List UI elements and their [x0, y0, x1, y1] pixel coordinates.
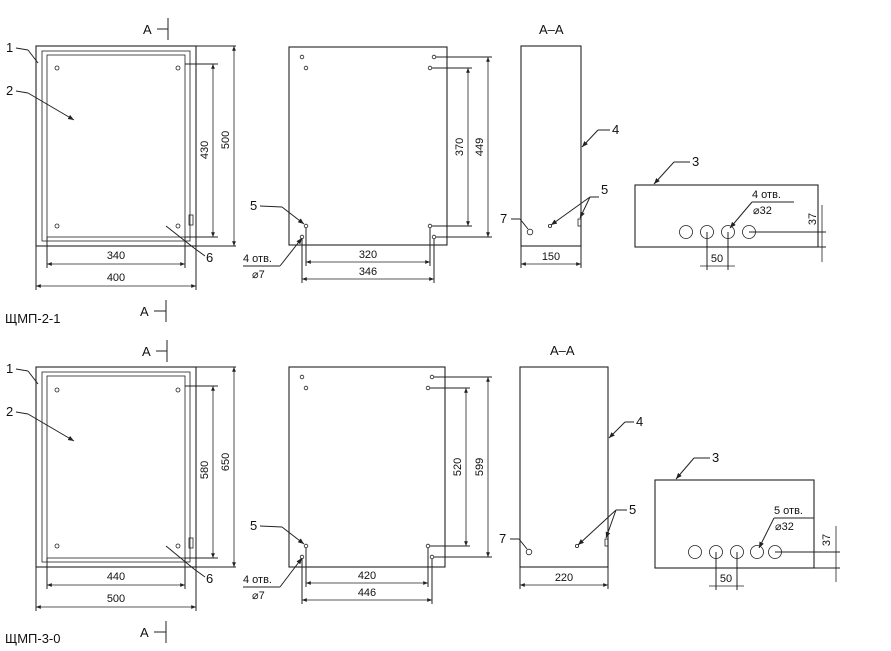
dim-outer-height: 650: [220, 453, 232, 471]
callout-4: 4: [636, 414, 643, 429]
dim-depth: 150: [542, 251, 560, 263]
dim-inner-width: 340: [107, 250, 125, 262]
back-holes-count: 4 отв.: [243, 574, 272, 586]
dim-hole-offset: 37: [821, 534, 833, 546]
dim-hole-pitch: 50: [711, 253, 723, 265]
bottom-view: 3 5 отв. ⌀32 50 37: [654, 450, 840, 590]
section-mark-bottom: А: [140, 300, 167, 322]
back-view: 370 449 320 346 5 4 отв. ⌀7: [243, 46, 492, 283]
set-bottom: А А 1 2 6: [5, 340, 840, 646]
section-title: А–А: [550, 343, 575, 358]
callout-3: 3: [712, 450, 719, 465]
section-letter: А: [140, 625, 149, 640]
back-holes-count: 4 отв.: [243, 253, 272, 265]
side-view: А–А 220 4 7 5: [499, 343, 643, 589]
section-mark-top: А: [142, 340, 168, 362]
bottom-holes-diameter: ⌀32: [775, 521, 794, 533]
callout-2: 2: [6, 83, 13, 98]
section-letter: А: [143, 22, 152, 37]
dim-outer-hole-width: 446: [358, 587, 376, 599]
bottom-holes-count: 4 отв.: [752, 189, 781, 201]
back-holes-diameter: ⌀7: [252, 590, 265, 602]
callout-7: 7: [499, 531, 506, 546]
front-view: 1 2 6 580 650 440 500: [6, 361, 236, 611]
back-view: 520 599 420 446 5 4 отв. ⌀7: [243, 366, 492, 604]
callout-3: 3: [692, 154, 699, 169]
callout-5: 5: [250, 518, 257, 533]
section-mark-top: А: [143, 18, 169, 40]
dim-inner-height: 430: [199, 141, 211, 159]
bottom-holes-diameter: ⌀32: [753, 205, 772, 217]
callout-6: 6: [206, 571, 213, 586]
back-holes-diameter: ⌀7: [252, 269, 265, 281]
callout-7: 7: [500, 211, 507, 226]
dim-outer-hole-height: 599: [474, 458, 486, 476]
bottom-view: 3 4 отв. ⌀32 50 37: [634, 154, 826, 270]
model-label: ЩМП-2-1: [5, 311, 60, 326]
section-letter: А: [142, 344, 151, 359]
dim-outer-hole-height: 449: [474, 138, 486, 156]
dim-depth: 220: [555, 572, 573, 584]
callout-5: 5: [629, 502, 636, 517]
dim-outer-width: 400: [107, 272, 125, 284]
callout-1: 1: [6, 361, 13, 376]
dim-inner-height: 580: [199, 461, 211, 479]
callout-5: 5: [250, 198, 257, 213]
model-label: ЩМП-3-0: [5, 631, 60, 646]
section-mark-bottom: А: [140, 621, 167, 643]
dim-inner-width: 440: [107, 571, 125, 583]
callout-5: 5: [601, 182, 608, 197]
dim-outer-hole-width: 346: [359, 266, 377, 278]
callout-1: 1: [6, 40, 13, 55]
dim-outer-height: 500: [220, 131, 232, 149]
section-letter: А: [140, 304, 149, 319]
side-view: А–А 150 4 7 5: [500, 22, 619, 268]
dim-hole-width: 420: [358, 570, 376, 582]
callout-6: 6: [206, 250, 213, 265]
dim-hole-height: 520: [452, 458, 464, 476]
dim-hole-height: 370: [454, 138, 466, 156]
bottom-holes-count: 5 отв.: [774, 505, 803, 517]
callout-4: 4: [612, 122, 619, 137]
dim-hole-pitch: 50: [720, 573, 732, 585]
front-view: 1 2 6 430 500 340 400: [6, 40, 236, 290]
section-title: А–А: [539, 22, 564, 37]
dim-hole-offset: 37: [807, 213, 819, 225]
callout-2: 2: [6, 404, 13, 419]
dim-hole-width: 320: [359, 249, 377, 261]
set-top: А А 1 2 6: [5, 18, 826, 326]
dim-outer-width: 500: [107, 593, 125, 605]
